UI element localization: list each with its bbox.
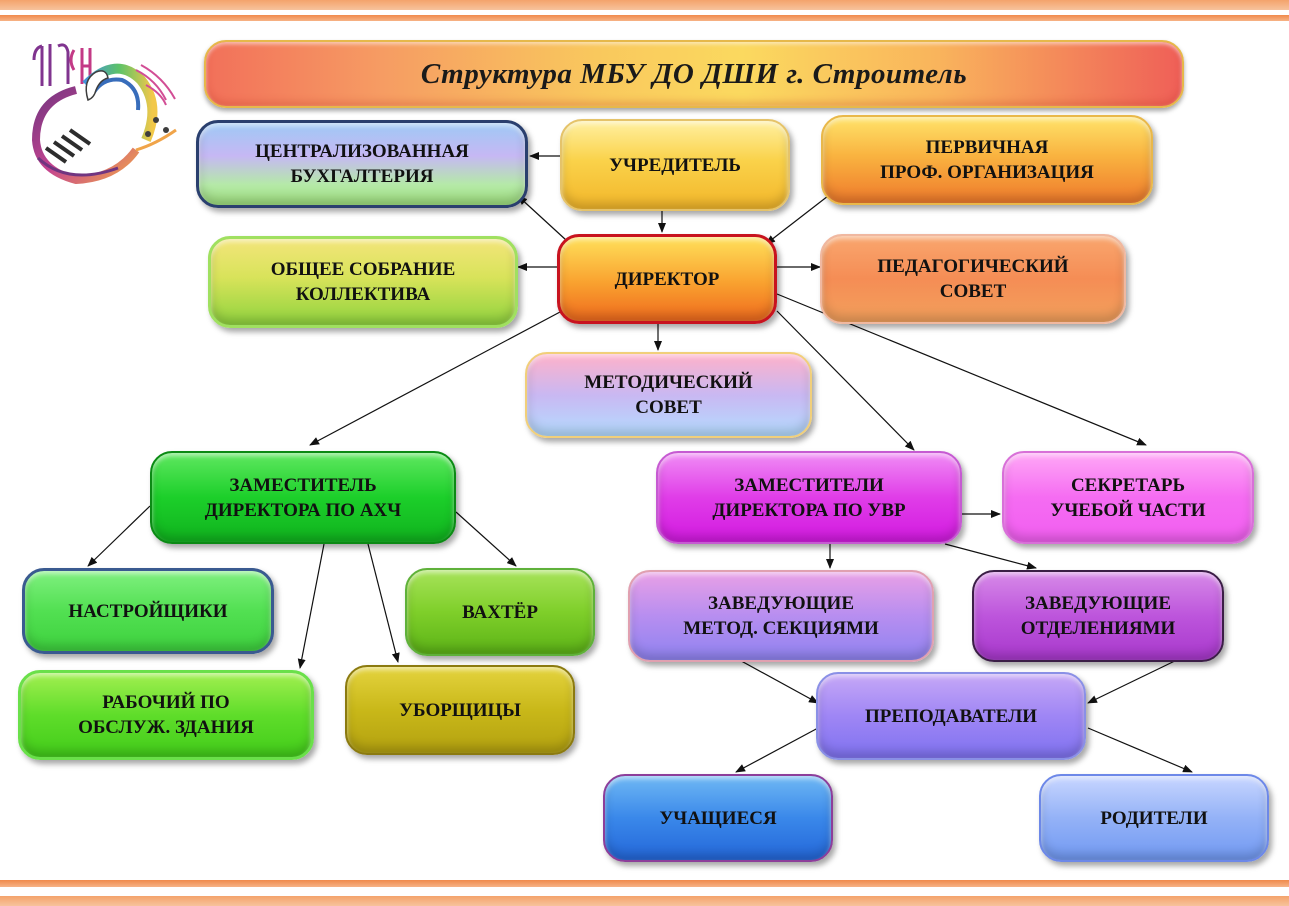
- edge-deputyahch-tuners: [87, 505, 151, 567]
- page-title: Структура МБУ ДО ДШИ г. Строитель: [204, 40, 1184, 108]
- node-head-departments-label: ЗАВЕДУЮЩИЕ ОТДЕЛЕНИЯМИ: [1020, 593, 1176, 639]
- node-deputy-uvr-label: ЗАМЕСТИТЕЛИ ДИРЕКТОРА ПО УВР: [712, 474, 906, 521]
- node-secretary: СЕКРЕТАРЬ УЧЕБОЙ ЧАСТИ: [1002, 451, 1254, 544]
- node-parents-label: РОДИТЕЛИ: [1100, 807, 1208, 829]
- bottom-border-stripe: [0, 880, 1289, 887]
- node-method-council-label: МЕТОДИЧЕСКИЙ СОВЕТ: [584, 372, 753, 418]
- edge-headdept-teachers: [1087, 656, 1184, 704]
- edge-deputyahch-worker: [297, 543, 325, 669]
- node-tuners: НАСТРОЙЩИКИ: [22, 568, 274, 654]
- node-deputy-ahch: ЗАМЕСТИТЕЛЬ ДИРЕКТОРА ПО АХЧ: [150, 451, 456, 544]
- node-deputy-uvr: ЗАМЕСТИТЕЛИ ДИРЕКТОРА ПО УВР: [656, 451, 962, 544]
- edge-headsec-teachers: [733, 656, 819, 704]
- node-union-label: ПЕРВИЧНАЯ ПРОФ. ОРГАНИЗАЦИЯ: [880, 137, 1094, 183]
- node-parents: РОДИТЕЛИ: [1039, 774, 1269, 862]
- node-assembly: ОБЩЕЕ СОБРАНИЕ КОЛЛЕКТИВА: [208, 236, 518, 328]
- top-border-stripe: [0, 15, 1289, 21]
- node-ped-council-label: ПЕДАГОГИЧЕСКИЙ СОВЕТ: [877, 256, 1069, 302]
- edge-director-accounting: [517, 195, 567, 241]
- edge-deputyahch-cleaners: [367, 543, 400, 663]
- node-union: ПЕРВИЧНАЯ ПРОФ. ОРГАНИЗАЦИЯ: [821, 115, 1153, 205]
- edge-teachers-parents: [1087, 727, 1193, 773]
- bottom-border-band: [0, 896, 1289, 906]
- node-head-sections: ЗАВЕДУЮЩИЕ МЕТОД. СЕКЦИЯМИ: [628, 570, 934, 662]
- edge-deputyahch-watchman: [455, 511, 517, 567]
- node-teachers: ПРЕПОДАВАТЕЛИ: [816, 672, 1086, 760]
- node-founder: УЧРЕДИТЕЛЬ: [560, 119, 790, 211]
- node-head-sections-label: ЗАВЕДУЮЩИЕ МЕТОД. СЕКЦИЯМИ: [683, 593, 879, 639]
- node-students-label: УЧАЩИЕСЯ: [659, 807, 777, 829]
- edge-teachers-students: [735, 727, 819, 773]
- node-assembly-label: ОБЩЕЕ СОБРАНИЕ КОЛЛЕКТИВА: [270, 259, 456, 305]
- node-accounting: ЦЕНТРАЛИЗОВАННАЯ БУХГАЛТЕРИЯ: [196, 120, 528, 208]
- node-accounting-label: ЦЕНТРАЛИЗОВАННАЯ БУХГАЛТЕРИЯ: [255, 141, 469, 187]
- node-director: ДИРЕКТОР: [557, 234, 777, 324]
- node-teachers-label: ПРЕПОДАВАТЕЛИ: [864, 705, 1038, 727]
- node-ped-council: ПЕДАГОГИЧЕСКИЙ СОВЕТ: [820, 234, 1126, 324]
- node-watchman-label: ВАХТЁР: [462, 601, 538, 623]
- node-tuners-label: НАСТРОЙЩИКИ: [68, 600, 228, 622]
- edge-deputyuvr-headdept: [944, 543, 1037, 570]
- node-watchman: ВАХТЁР: [405, 568, 595, 656]
- node-worker: РАБОЧИЙ ПО ОБСЛУЖ. ЗДАНИЯ: [18, 670, 314, 760]
- node-worker-label: РАБОЧИЙ ПО ОБСЛУЖ. ЗДАНИЯ: [78, 692, 254, 738]
- school-logo-icon: [31, 43, 177, 185]
- node-deputy-ahch-label: ЗАМЕСТИТЕЛЬ ДИРЕКТОРА ПО АХЧ: [204, 474, 402, 521]
- node-director-label: ДИРЕКТОР: [614, 268, 720, 290]
- top-border-band: [0, 0, 1289, 10]
- node-head-departments: ЗАВЕДУЮЩИЕ ОТДЕЛЕНИЯМИ: [972, 570, 1224, 662]
- node-students: УЧАЩИЕСЯ: [603, 774, 833, 862]
- node-cleaners-label: УБОРЩИЦЫ: [399, 699, 521, 721]
- edge-director-deputyahch: [309, 311, 561, 446]
- node-method-council: МЕТОДИЧЕСКИЙ СОВЕТ: [525, 352, 812, 438]
- page-title-text: Структура МБУ ДО ДШИ г. Строитель: [420, 57, 968, 90]
- node-cleaners: УБОРЩИЦЫ: [345, 665, 575, 755]
- node-founder-label: УЧРЕДИТЕЛЬ: [609, 154, 741, 176]
- node-secretary-label: СЕКРЕТАРЬ УЧЕБОЙ ЧАСТИ: [1050, 474, 1206, 521]
